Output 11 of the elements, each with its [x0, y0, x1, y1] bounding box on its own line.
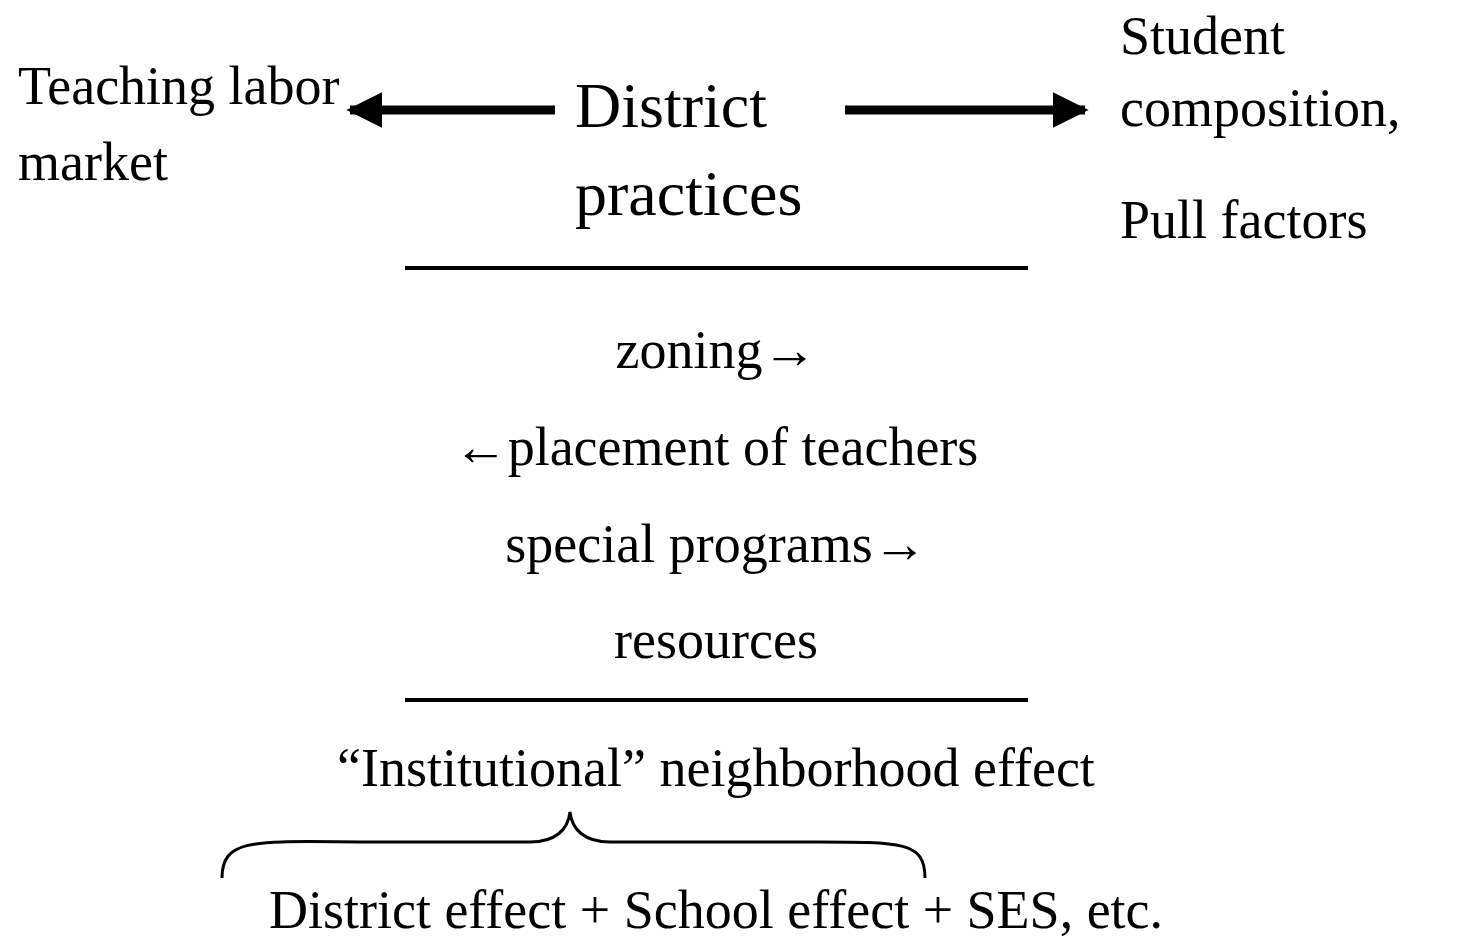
- practice-label: ←placement of teachers: [453, 417, 979, 477]
- effect-formula: District effect + School effect + SES, etc.: [268, 880, 1164, 938]
- arrow: [346, 92, 555, 128]
- practice-label: zoning→: [615, 320, 817, 380]
- concept-label: District practices: [575, 62, 845, 238]
- concept-label: Teaching labor market: [18, 48, 354, 200]
- practice-label: resources: [614, 610, 818, 670]
- arrow: [845, 92, 1089, 128]
- concept-label: Student composition, Pull factors: [1120, 0, 1458, 256]
- effect-heading: “Institutional” neighborhood effect: [337, 738, 1095, 798]
- practice-label: special programs→: [505, 514, 927, 574]
